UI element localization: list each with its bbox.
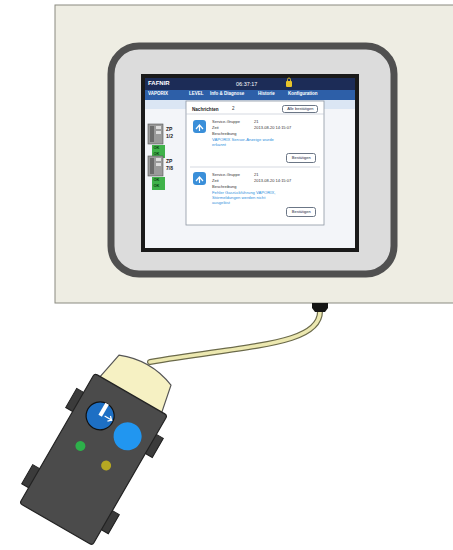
status-ok: OK — [154, 152, 160, 156]
field-name: Service-Gruppe — [212, 120, 240, 125]
screen-frame — [141, 74, 359, 252]
dialog-panel — [186, 101, 324, 225]
push-button — [108, 417, 146, 455]
status-ok: OK — [154, 184, 160, 188]
message-icon — [193, 172, 206, 185]
dialog-title: Nachrichten — [192, 107, 219, 112]
pump-label: ZP — [166, 127, 172, 133]
pump-label: ZP — [166, 159, 172, 165]
dispenser-icon — [148, 124, 165, 158]
message-text: VAPORIX Sensor-Anzeige wurde erkannt — [212, 138, 280, 148]
message-icon — [193, 120, 206, 133]
status-ok: OK — [154, 146, 160, 150]
screen-area — [145, 78, 355, 248]
message-card: Bestätigen Service-Gruppe 21Zeit 2013-08-20… — [190, 169, 320, 221]
menu-tab: VAPORIX — [148, 92, 168, 97]
field-value: 2013-08-20 14:15:07 — [254, 126, 291, 131]
yellow-led — [99, 459, 113, 473]
cable — [150, 310, 320, 362]
pump-number: 1/2 — [166, 134, 173, 140]
screen-bezel — [111, 46, 394, 274]
green-led — [74, 439, 88, 453]
confirm-button: Alle bestätigen — [282, 105, 318, 113]
field-name: Beschreibung — [212, 185, 236, 190]
cable-socket — [312, 303, 328, 312]
menu-bar — [145, 90, 355, 100]
field-value: 21 — [254, 173, 258, 178]
cabinet-panel — [55, 5, 453, 303]
field-name: Zeit — [212, 126, 219, 131]
rotary-knob — [81, 397, 119, 435]
message-dialog: Alle bestätigenBestätigenService-Gruppe2… — [188, 103, 322, 223]
menu-tab: Historie — [258, 92, 275, 97]
button-label: Bestätigen — [292, 156, 311, 161]
status-ok: OK — [154, 178, 160, 182]
message-card: Bestätigen Service-Gruppe 21Zeit 2013-08-20… — [190, 116, 320, 166]
dispenser-icon — [148, 156, 165, 190]
message-count: 2 — [232, 107, 235, 112]
menu-tab: Konfiguration — [288, 92, 318, 97]
clock-text: 06:37:17 — [236, 81, 257, 87]
field-name: Beschreibung — [212, 132, 236, 137]
menu-tab: LEVEL — [189, 92, 204, 97]
field-name: Service-Gruppe — [212, 173, 240, 178]
menu-tab: Info & Diagnose — [210, 92, 244, 97]
lock-icon — [286, 81, 292, 87]
confirm-button: Bestätigen — [286, 153, 316, 163]
button-label: Bestätigen — [292, 210, 311, 215]
title-bar — [145, 78, 355, 90]
pump-number: 7/8 — [166, 166, 173, 172]
field-value: 2013-08-20 14:15:07 — [254, 179, 291, 184]
message-text: Fehler Gasrückführung VAPORIX, Störmeldu… — [212, 191, 280, 205]
logo-text: FAFNIR — [148, 80, 170, 87]
plug-device — [13, 340, 192, 549]
field-value: 21 — [254, 120, 258, 125]
field-name: Zeit — [212, 179, 219, 184]
confirm-button: Bestätigen — [286, 207, 316, 217]
button-label: Alle bestätigen — [287, 107, 313, 112]
